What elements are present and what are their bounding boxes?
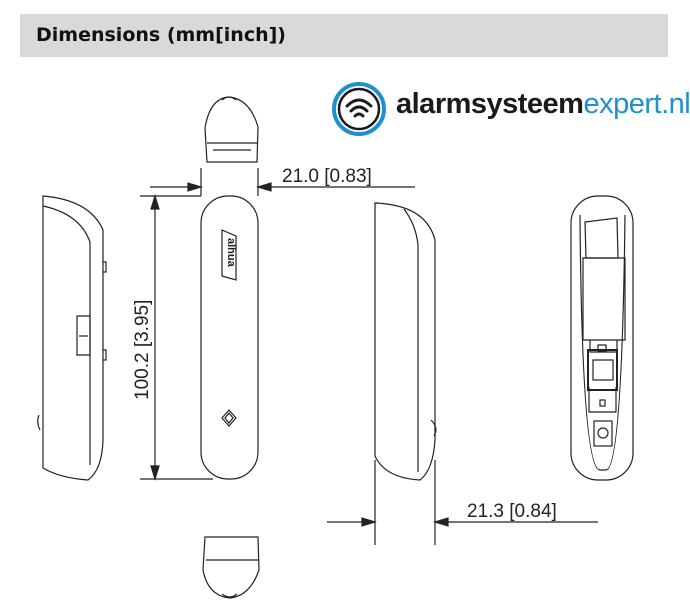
wifi-circle-icon xyxy=(332,82,386,136)
section-title: Dimensions (mm[inch]) xyxy=(36,24,286,46)
brand-logo: alarmsysteemexpert.nl xyxy=(330,80,690,138)
bottom-view xyxy=(202,536,260,599)
brand-mark: alhua xyxy=(225,238,237,268)
logo-name-bold: alarmsysteem xyxy=(396,88,584,120)
logo-text: alarmsysteemexpert.nl xyxy=(396,88,690,121)
right-side-view xyxy=(374,202,437,481)
dimension-height: 100.2 [3.95] xyxy=(132,193,213,482)
left-side-view xyxy=(37,195,107,481)
section-header: Dimensions (mm[inch]) xyxy=(20,14,668,57)
height-label: 100.2 [3.95] xyxy=(132,300,153,400)
top-view xyxy=(204,96,259,163)
dimension-width-side: 21.3 [0.84] xyxy=(327,460,598,545)
width-side-label: 21.3 [0.84] xyxy=(467,501,557,522)
width-front-label: 21.0 [0.83] xyxy=(282,166,372,187)
back-view xyxy=(570,195,634,481)
logo-name-light: expert.nl xyxy=(583,88,690,120)
circuit-board xyxy=(587,349,618,391)
front-view: alhua xyxy=(200,195,259,480)
dimension-width-front: 21.0 [0.83] xyxy=(150,166,415,196)
